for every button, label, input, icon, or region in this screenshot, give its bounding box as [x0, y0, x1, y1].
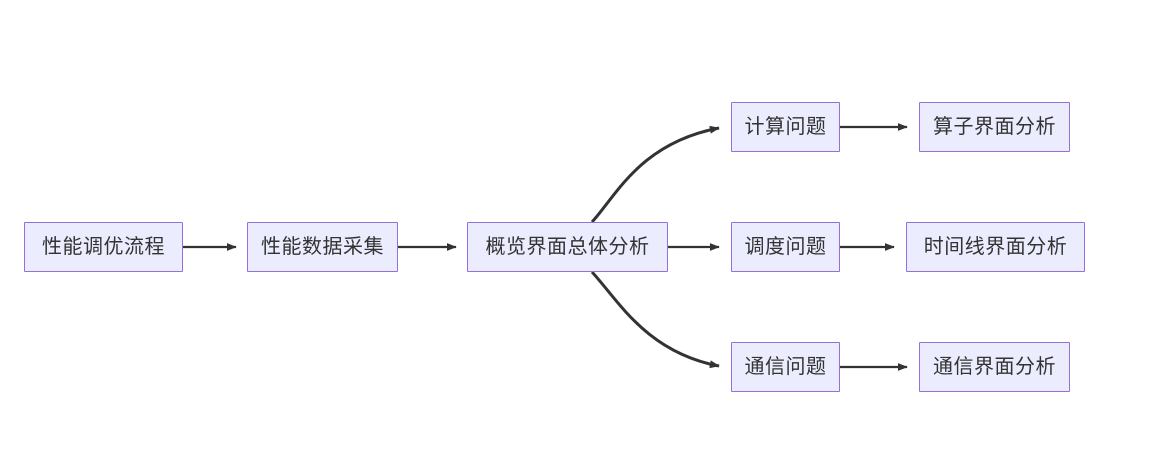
- node-label: 算子界面分析: [933, 116, 1056, 138]
- node-performance-data-collection[interactable]: 性能数据采集: [247, 222, 398, 272]
- node-label: 计算问题: [744, 116, 827, 138]
- node-scheduling-issue[interactable]: 调度问题: [731, 222, 840, 272]
- node-timeline-interface-analysis[interactable]: 时间线界面分析: [906, 222, 1085, 272]
- node-label: 通信问题: [744, 356, 827, 378]
- node-communication-issue[interactable]: 通信问题: [731, 342, 840, 392]
- node-label: 概览界面总体分析: [485, 236, 650, 258]
- node-label: 时间线界面分析: [923, 236, 1068, 258]
- node-communication-interface-analysis[interactable]: 通信界面分析: [919, 342, 1070, 392]
- node-overview-interface-analysis[interactable]: 概览界面总体分析: [467, 222, 668, 272]
- node-computation-issue[interactable]: 计算问题: [731, 102, 840, 152]
- node-performance-tuning-process[interactable]: 性能调优流程: [24, 222, 183, 272]
- node-label: 性能调优流程: [42, 236, 165, 258]
- edge-n3-n6: [590, 270, 720, 369]
- node-operator-interface-analysis[interactable]: 算子界面分析: [919, 102, 1070, 152]
- node-label: 通信界面分析: [933, 356, 1056, 378]
- edge-n3-n4: [590, 125, 720, 224]
- node-label: 性能数据采集: [261, 236, 384, 258]
- node-label: 调度问题: [744, 236, 827, 258]
